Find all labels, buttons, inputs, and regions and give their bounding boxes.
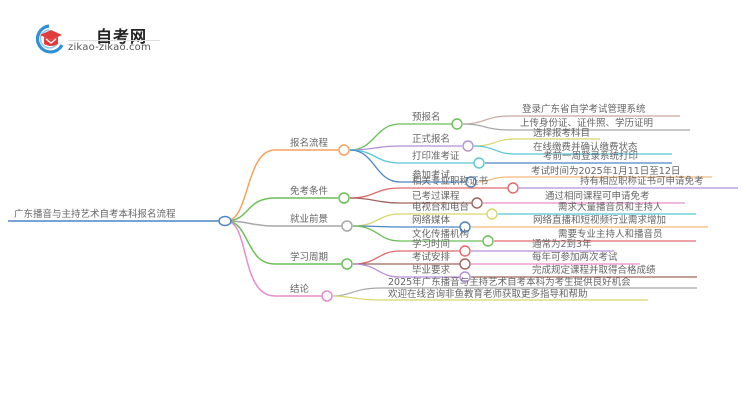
node-toggle[interactable] [471, 197, 483, 209]
leaf-text: 网络直播和短视频行业需求增加 [533, 214, 666, 226]
branch-study-period[interactable]: 学习周期 学习时间 通常为2到3年 考试安排 每年可参加两次考试 毕业要求 完成… [290, 238, 697, 283]
leaf-text: 登录广东省自学考试管理系统 [522, 103, 646, 115]
node-toggle[interactable] [473, 157, 485, 169]
leaf-text: 持有相应职称证书可申请免考 [580, 175, 704, 187]
node-label: 预报名 [412, 111, 441, 123]
branch-label: 免考条件 [290, 185, 329, 197]
leaf-text: 完成规定课程并取得合格成绩 [532, 264, 656, 276]
branch-label: 就业前景 [290, 213, 328, 225]
leaf-text: 在线缴费并确认缴费状态 [533, 141, 638, 153]
leaf-text: 通常为2到3年 [532, 238, 592, 250]
branch-label: 学习周期 [290, 251, 328, 263]
logo-divider [68, 40, 160, 41]
branch-node-toggle[interactable] [338, 192, 350, 204]
node-label: 毕业要求 [412, 264, 451, 276]
node-toggle[interactable] [486, 208, 498, 220]
logo-url: zikao-zikao.com [68, 42, 151, 53]
branch-registration-process[interactable]: 报名流程 预报名 登录广东省自学考试管理系统 上传身份证、证件照、学历证明 正式… [290, 103, 712, 188]
logo-title: 自考网 [96, 27, 148, 46]
branch-node-toggle[interactable] [341, 258, 353, 270]
node-label: 参加考试 [412, 169, 451, 181]
branch-conclusion[interactable]: 结论 2025年广东播音与主持艺术自考本科为考生提供良好机会 欢迎在线咨询非鱼教… [290, 276, 697, 302]
leaf-text: 需求大量播音员和主持人 [558, 201, 663, 213]
leaf-text: 考试时间为2025年1月11日至12日 [531, 165, 680, 177]
node-toggle[interactable] [507, 182, 519, 194]
leaf-text: 选择报考科目 [533, 127, 590, 139]
node-label: 正式报名 [412, 133, 450, 145]
node-label: 考试安排 [412, 251, 451, 263]
node-label: 网络媒体 [412, 214, 451, 226]
node-label: 2025年广东播音与主持艺术自考本科为考生提供良好机会 [388, 276, 631, 288]
site-logo[interactable]: 自考网 zikao-zikao.com [30, 20, 170, 60]
node-toggle[interactable] [459, 271, 471, 283]
node-label: 相关专业职称证书 [412, 175, 489, 187]
leaf-text: 通过相同课程可申请免考 [545, 190, 650, 202]
leaf-text: 需要专业主持人和播音员 [558, 228, 663, 240]
node-toggle[interactable] [482, 235, 494, 247]
leaf-text: 考前一周登录系统打印 [543, 150, 638, 162]
leaf-text: 每年可参加两次考试 [532, 251, 618, 263]
leaf-text: 上传身份证、证件照、学历证明 [520, 117, 653, 129]
node-toggle[interactable] [459, 258, 471, 270]
root-node[interactable]: 广东播音与主持艺术自考本科报名流程 [8, 208, 219, 222]
node-label: 打印准考证 [412, 150, 460, 162]
branch-node-toggle[interactable] [321, 290, 333, 302]
node-label: 学习时间 [412, 238, 450, 250]
node-toggle[interactable] [459, 221, 471, 233]
branch-label: 报名流程 [290, 137, 329, 149]
branch-node-toggle[interactable] [341, 220, 353, 232]
node-toggle[interactable] [465, 176, 477, 188]
node-label: 文化传播机构 [412, 228, 469, 240]
root-label: 广东播音与主持艺术自考本科报名流程 [14, 208, 176, 220]
branch-exemption-conditions[interactable]: 免考条件 相关专业职称证书 持有相应职称证书可申请免考 已考过课程 通过相同课程… [290, 175, 738, 209]
node-toggle[interactable] [459, 245, 471, 257]
node-label: 已考过课程 [412, 190, 460, 202]
branch-career-prospects[interactable]: 就业前景 电视台和电台 需求大量播音员和主持人 网络媒体 网络直播和短视频行业需… [290, 201, 708, 247]
node-label: 欢迎在线咨询非鱼教育老师获取更多指导和帮助 [388, 288, 588, 300]
node-toggle[interactable] [462, 140, 474, 152]
graduation-cap-icon [35, 24, 64, 54]
node-toggle[interactable] [451, 118, 463, 130]
node-label: 电视台和电台 [412, 201, 469, 213]
root-node-toggle[interactable] [218, 215, 232, 227]
branch-label: 结论 [290, 283, 310, 295]
branch-node-toggle[interactable] [338, 144, 350, 156]
